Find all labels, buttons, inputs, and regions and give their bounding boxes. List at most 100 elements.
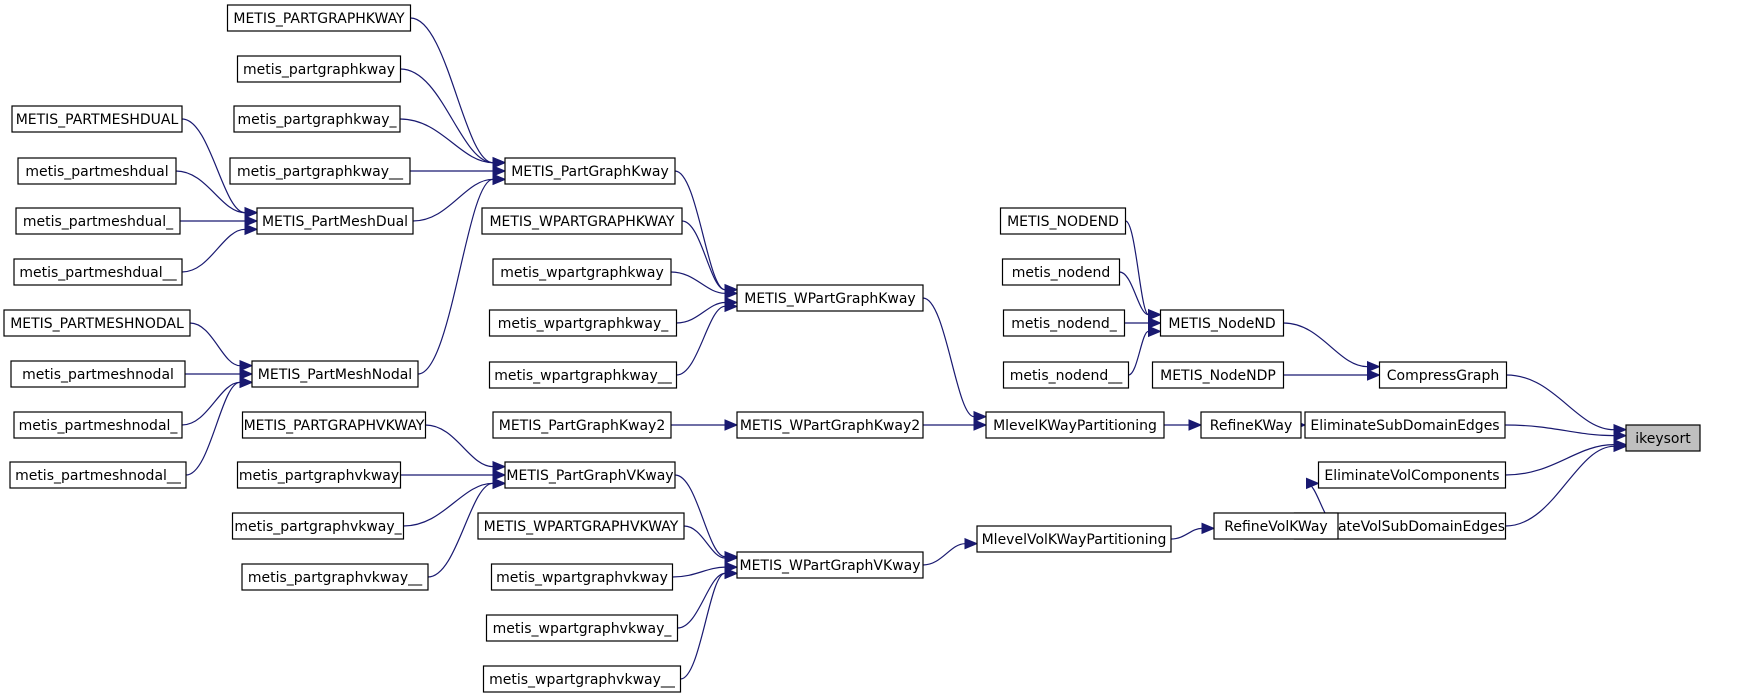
node-box xyxy=(504,461,676,489)
node-eliminatesubdomainedges[interactable]: EliminateSubDomainEdges xyxy=(1304,411,1506,439)
node-metis-wpartgraphvkway[interactable]: metis_wpartgraphvkway__ xyxy=(482,665,682,693)
node-metis-wpartgraphkway[interactable]: metis_wpartgraphkway xyxy=(492,258,672,286)
arrowhead xyxy=(1306,477,1320,490)
node-label: metis_wpartgraphkway xyxy=(500,265,664,281)
node-box xyxy=(504,157,676,185)
node-metis-wpartgraphkway[interactable]: metis_wpartgraphkway__ xyxy=(488,361,678,389)
edge-line xyxy=(676,305,726,376)
node-label: METIS_NODEND xyxy=(1007,214,1119,230)
edge-line xyxy=(676,301,726,324)
arrowhead xyxy=(492,469,507,481)
call-edge-eliminatevolcomponents-to-ikeysort xyxy=(1505,438,1628,476)
node-refinevolkway[interactable]: RefineVolKWay xyxy=(1213,512,1339,540)
node-metis-partgraphkway[interactable]: metis_partgraphkway_ xyxy=(233,105,401,133)
node-metis-partmeshnodal[interactable]: metis_partmeshnodal xyxy=(10,360,186,388)
node-label: metis_partgraphkway xyxy=(243,62,395,78)
node-metis-partmeshdual[interactable]: METIS_PARTMESHDUAL xyxy=(11,105,183,133)
node-metis-wpartgraphkway2[interactable]: METIS_WPartGraphKway2 xyxy=(736,411,924,439)
call-edge-metis-nodendp-to-compressgraph xyxy=(1283,369,1381,381)
call-edge-mlevelkwaypartitioning-to-refinekway xyxy=(1163,419,1203,431)
call-edge-metis-nodend-to-metis-nodend xyxy=(1119,271,1162,321)
node-label: metis_partgraphvkway xyxy=(239,468,399,484)
node-box xyxy=(1151,361,1285,389)
node-label: METIS_PARTMESHDUAL xyxy=(16,112,179,128)
node-metis-partmeshnodal[interactable]: metis_partmeshnodal__ xyxy=(9,461,187,489)
node-box xyxy=(492,411,672,439)
node-metis-nodend[interactable]: metis_nodend_ xyxy=(1002,309,1126,337)
node-label: METIS_PartGraphVKway xyxy=(506,468,673,484)
node-metis-partmeshnodal[interactable]: metis_partmeshnodal_ xyxy=(13,411,183,439)
node-label: METIS_WPARTGRAPHKWAY xyxy=(489,214,675,230)
node-metis-wpartgraphvkway[interactable]: metis_wpartgraphvkway xyxy=(490,563,674,591)
node-label: metis_wpartgraphvkway_ xyxy=(493,621,673,637)
node-metis-wpartgraphkway[interactable]: METIS_WPARTGRAPHKWAY xyxy=(481,207,683,235)
call-edge-metis-partmeshnodal-to-metis-partgraphkway xyxy=(417,173,507,375)
node-metis-partmeshdual[interactable]: metis_partmeshdual xyxy=(17,157,177,185)
node-refinekway[interactable]: RefineKWay xyxy=(1200,411,1302,439)
node-label: metis_nodend_ xyxy=(1011,316,1118,332)
node-box xyxy=(1200,411,1302,439)
call-edge-eliminatevolsubdomainedges-to-ikeysort xyxy=(1505,440,1628,527)
node-label: metis_partmeshnodal_ xyxy=(19,418,179,434)
node-metis-partgraphvkway[interactable]: metis_partgraphvkway_ xyxy=(231,512,405,540)
node-compressgraph[interactable]: CompressGraph xyxy=(1378,361,1508,389)
node-metis-partgraphkway[interactable]: METIS_PartGraphKway xyxy=(504,157,676,185)
node-metis-nodend[interactable]: metis_nodend xyxy=(1001,258,1121,286)
node-metis-wpartgraphkway[interactable]: metis_wpartgraphkway_ xyxy=(488,309,678,337)
node-box xyxy=(17,157,177,185)
node-metis-partgraphvkway[interactable]: metis_partgraphvkway__ xyxy=(241,563,429,591)
node-label: METIS_PartMeshDual xyxy=(262,214,408,230)
node-metis-nodendp[interactable]: METIS_NodeNDP xyxy=(1151,361,1285,389)
node-ikeysort[interactable]: ikeysort xyxy=(1625,424,1701,452)
node-label: metis_partmeshnodal__ xyxy=(15,468,182,484)
node-metis-partmeshdual[interactable]: metis_partmeshdual__ xyxy=(13,258,183,286)
node-label: CompressGraph xyxy=(1387,368,1499,384)
node-label: metis_wpartgraphvkway__ xyxy=(489,672,676,688)
node-metis-partmeshdual[interactable]: METIS_PartMeshDual xyxy=(256,207,414,235)
node-box xyxy=(1159,309,1285,337)
arrowhead xyxy=(1188,419,1203,431)
call-edge-metis-wpartgraphkway-to-mlevelkwaypartitioning xyxy=(922,297,988,423)
node-metis-nodend[interactable]: METIS_NodeND xyxy=(1159,309,1285,337)
node-mlevelvolkwaypartitioning[interactable]: MlevelVolKWayPartitioning xyxy=(976,525,1172,553)
node-metis-wpartgraphvkway[interactable]: METIS_WPARTGRAPHVKWAY xyxy=(477,512,685,540)
edge-line xyxy=(681,220,726,291)
node-mlevelkwaypartitioning[interactable]: MlevelKWayPartitioning xyxy=(985,411,1165,439)
node-box xyxy=(488,361,678,389)
call-edge-metis-partmeshnodal-to-metis-partmeshnodal xyxy=(184,368,254,380)
call-edge-metis-wpartgraphkway-to-metis-wpartgraphkway xyxy=(676,300,739,376)
node-metis-partmeshdual[interactable]: metis_partmeshdual_ xyxy=(15,207,181,235)
call-edge-metis-partmeshdual-to-metis-partmeshdual xyxy=(180,215,259,227)
node-metis-partmeshnodal[interactable]: METIS_PARTMESHNODAL xyxy=(3,309,191,337)
node-eliminatevolcomponents[interactable]: EliminateVolComponents xyxy=(1317,461,1507,489)
node-label: metis_partgraphvkway_ xyxy=(234,519,402,535)
node-metis-nodend[interactable]: METIS_NODEND xyxy=(999,207,1127,235)
node-metis-partgraphvkway[interactable]: METIS_PARTGRAPHVKWAY xyxy=(241,411,427,439)
node-metis-wpartgraphvkway[interactable]: METIS_WPartGraphVKway xyxy=(736,551,924,579)
node-box xyxy=(490,563,674,591)
node-label: METIS_NodeND xyxy=(1168,316,1275,332)
node-metis-wpartgraphvkway[interactable]: metis_wpartgraphvkway_ xyxy=(485,614,679,642)
node-label: METIS_WPartGraphVKway xyxy=(740,558,921,574)
arrowhead xyxy=(724,567,739,580)
edge-line xyxy=(400,68,494,164)
node-metis-nodend[interactable]: metis_nodend__ xyxy=(1002,361,1130,389)
node-metis-partmeshnodal[interactable]: METIS_PartMeshNodal xyxy=(251,360,419,388)
node-box xyxy=(1002,309,1126,337)
node-metis-partgraphkway[interactable]: METIS_PARTGRAPHKWAY xyxy=(226,4,412,32)
node-box xyxy=(481,207,683,235)
nodes: ikeysort CompressGraphEliminateSubDomainE… xyxy=(3,4,1701,693)
node-metis-partgraphkway[interactable]: metis_partgraphkway xyxy=(236,55,402,83)
node-metis-partgraphkway2[interactable]: METIS_PartGraphKway2 xyxy=(492,411,672,439)
edge-line xyxy=(922,543,966,566)
call-edge-metis-wpartgraphvkway-to-mlevelvolkwaypartitioning xyxy=(922,537,979,566)
node-metis-partgraphvkway[interactable]: METIS_PartGraphVKway xyxy=(504,461,676,489)
node-metis-partgraphvkway[interactable]: metis_partgraphvkway xyxy=(236,461,402,489)
call-edge-metis-partmeshdual-to-metis-partmeshdual xyxy=(175,170,259,219)
node-metis-partgraphkway[interactable]: metis_partgraphkway__ xyxy=(229,157,411,185)
node-metis-wpartgraphkway[interactable]: METIS_WPartGraphKway xyxy=(736,284,924,312)
arrowhead xyxy=(1613,440,1628,453)
edge-line xyxy=(189,322,241,367)
node-box xyxy=(251,360,419,388)
node-box xyxy=(1378,361,1508,389)
